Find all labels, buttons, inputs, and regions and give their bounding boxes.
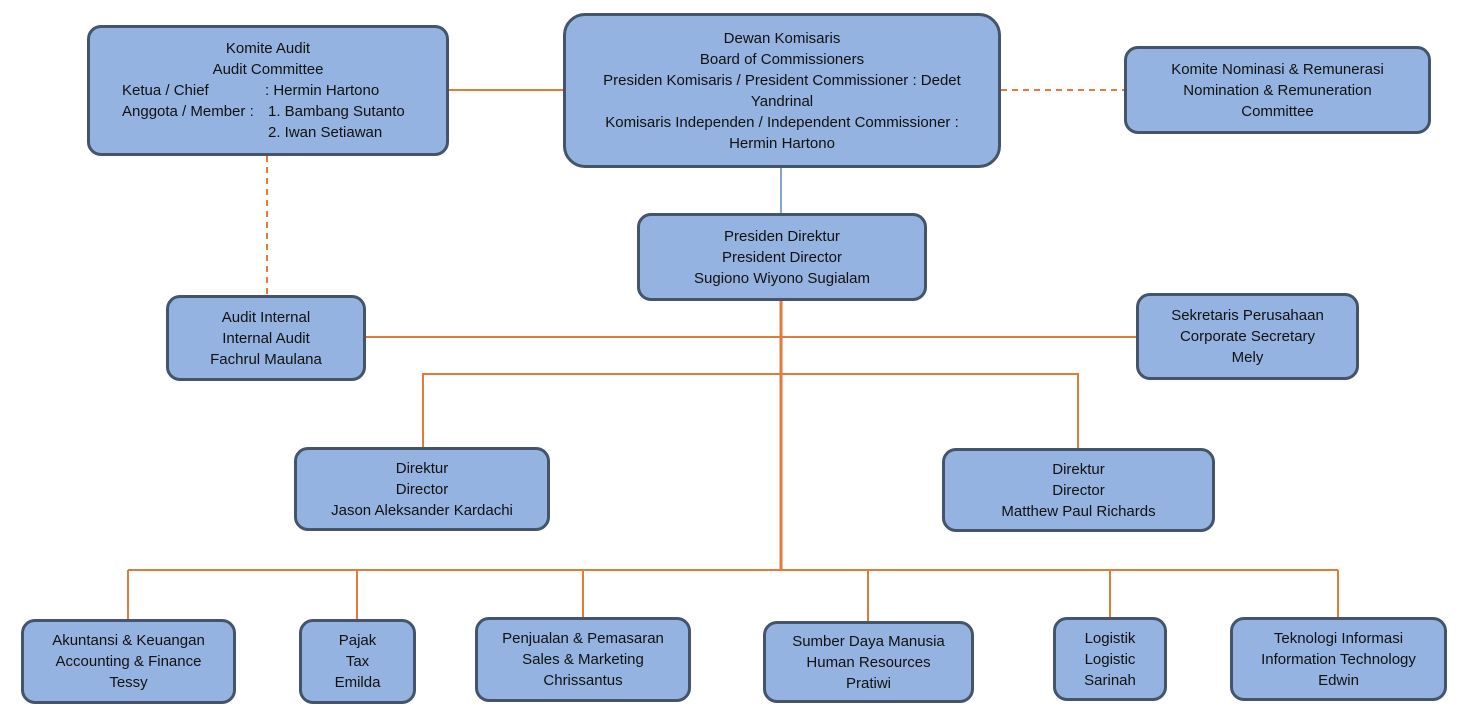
audit-committee-title-en: Audit Committee [212,61,324,78]
department-head-name: Emilda [334,674,381,691]
president-director-title-id: Presiden Direktur [724,227,840,245]
department-title-en: Human Resources [806,653,931,671]
audit-committee-chief-name: : Hermin Hartono [265,82,380,99]
department-title-id: Logistik [1084,629,1136,647]
board-title-en: Board of Commissioners [699,50,865,68]
department-title-id: Akuntansi & Keuangan [52,632,205,649]
nomination-title-en: Nomination & Remuneration Committee [1183,81,1372,120]
department-title-en: Information Technology [1261,650,1416,668]
department-title-id: Pajak [338,632,377,649]
department-title-en: Accounting & Finance [55,653,202,670]
board-of-commissioners-box: Dewan Komisaris Board of Commissioners P… [563,13,1001,168]
department-title-id: Teknologi Informasi [1273,629,1404,647]
department-title-en: Logistic [1084,650,1136,668]
audit-committee-title-id: Komite Audit [225,40,311,57]
audit-committee-box: Komite Audit Audit Committee Ketua / Chi… [87,25,449,156]
board-title-id: Dewan Komisaris [723,29,841,47]
department-title-en: Tax [345,653,370,670]
director-right-name: Matthew Paul Richards [1001,502,1156,520]
corporate-secretary-name: Mely [1231,349,1264,366]
president-director-name: Sugiono Wiyono Sugialam [694,269,870,287]
nomination-title-id: Komite Nominasi & Remunerasi [1171,60,1384,78]
director-left-title-en: Director [395,480,449,498]
corporate-secretary-title-en: Corporate Secretary [1179,328,1316,345]
nomination-committee-box: Komite Nominasi & Remunerasi Nomination … [1124,46,1431,134]
director-left-name: Jason Aleksander Kardachi [331,501,513,519]
department-head-name: Sarinah [1084,671,1136,689]
department-hr-box: Sumber Daya Manusia Human Resources Prat… [763,621,974,703]
department-title-en: Sales & Marketing [522,651,644,668]
corporate-secretary-title-id: Sekretaris Perusahaan [1171,307,1324,324]
board-president-commissioner: Presiden Komisaris / President Commissio… [603,71,961,110]
department-head-name: Tessy [109,674,148,691]
department-head-name: Pratiwi [845,674,891,692]
audit-committee-member-1: 1. Bambang Sutanto [268,103,405,120]
department-head-name: Chrissantus [543,672,623,689]
internal-audit-name: Fachrul Maulana [210,350,322,368]
department-title-id: Penjualan & Pemasaran [502,630,664,647]
president-director-box: Presiden Direktur President Director Sug… [637,213,927,301]
department-logistic-box: Logistik Logistic Sarinah [1053,617,1167,701]
internal-audit-box: Audit Internal Internal Audit Fachrul Ma… [166,295,366,381]
audit-committee-chief-label: Ketua / Chief [122,82,209,99]
audit-committee-members: Ketua / Chief : Hermin Hartono Anggota /… [122,80,422,143]
directors-connector [422,373,1079,449]
audit-committee-member-row-2: 2. Iwan Setiawan [122,122,422,143]
board-independent-commissioner: Komisaris Independen / Independent Commi… [605,113,959,152]
audit-committee-member-row: Anggota / Member : 1. Bambang Sutanto [122,101,422,122]
audit-committee-member-label: Anggota / Member : [122,103,254,120]
internal-audit-title-en: Internal Audit [222,329,310,347]
audit-committee-member-2: 2. Iwan Setiawan [268,124,383,141]
president-director-title-en: President Director [721,248,843,266]
director-left-title-id: Direktur [395,459,449,477]
audit-committee-spacer [122,122,268,143]
audit-committee-chief-row: Ketua / Chief : Hermin Hartono [122,80,422,101]
director-right-title-en: Director [1052,481,1105,499]
department-sales-box: Penjualan & Pemasaran Sales & Marketing … [475,617,691,702]
department-tax-box: Pajak Tax Emilda [299,619,416,704]
department-head-name: Edwin [1318,671,1359,689]
director-right-title-id: Direktur [1052,460,1105,478]
director-right-box: Direktur Director Matthew Paul Richards [942,448,1215,532]
department-it-box: Teknologi Informasi Information Technolo… [1230,617,1447,701]
department-accounting-box: Akuntansi & Keuangan Accounting & Financ… [21,619,236,704]
department-title-id: Sumber Daya Manusia [792,632,945,650]
internal-audit-title-id: Audit Internal [221,308,311,326]
corporate-secretary-box: Sekretaris Perusahaan Corporate Secretar… [1136,293,1359,380]
director-left-box: Direktur Director Jason Aleksander Karda… [294,447,550,531]
